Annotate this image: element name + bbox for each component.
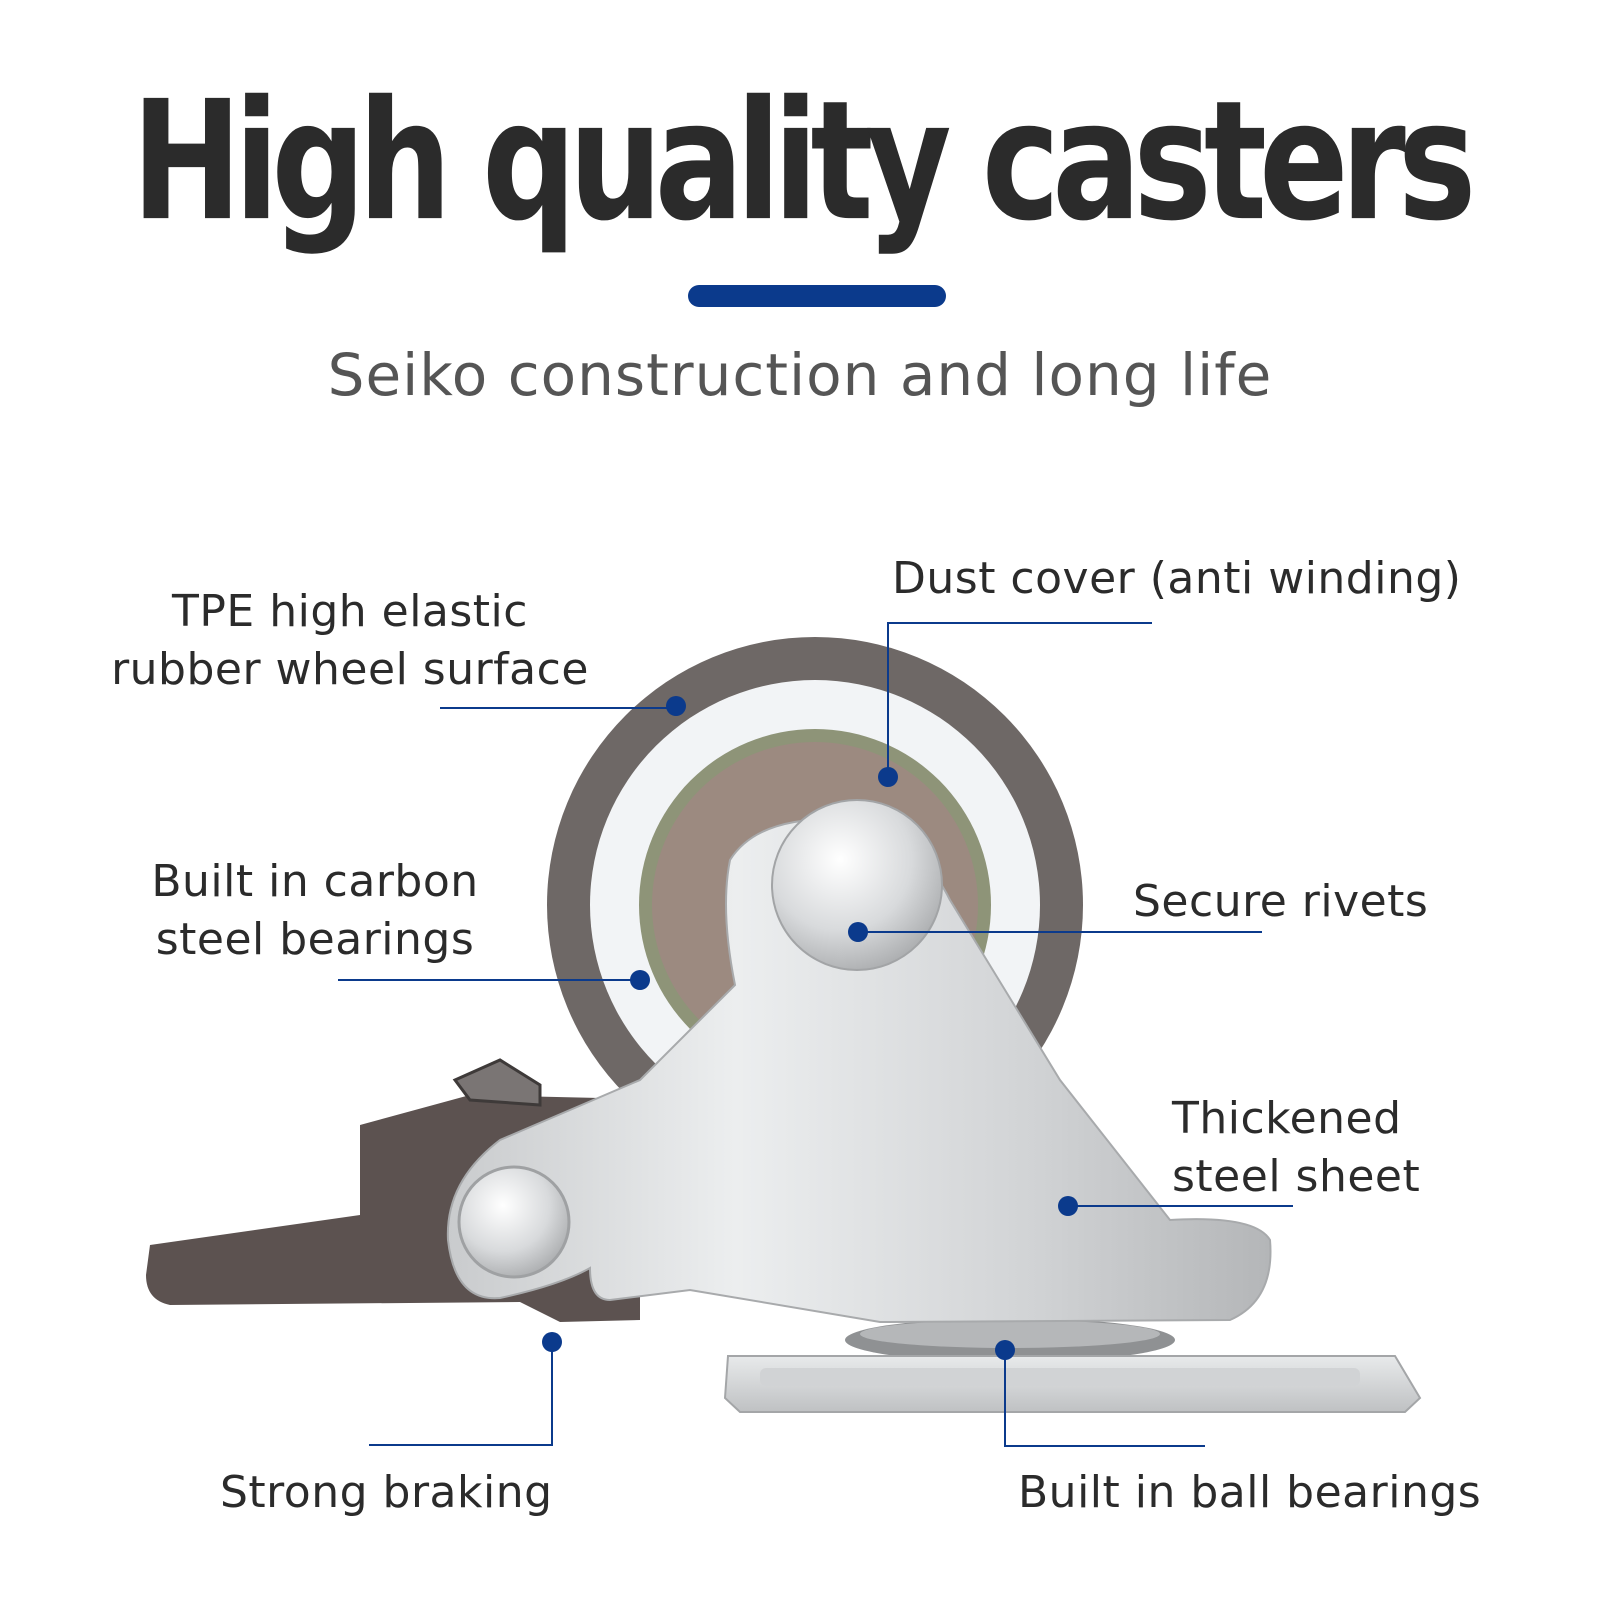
- dot-carbon-bearings: [630, 970, 650, 990]
- dot-ball-bearings: [995, 1340, 1015, 1360]
- steel-bracket: [446, 799, 1272, 1324]
- callout-braking-line1: Strong braking: [220, 1467, 553, 1518]
- callout-tire-line2: rubber wheel surface: [111, 644, 589, 695]
- mounting-plate: [723, 1355, 1422, 1413]
- callout-dust-cover: Dust cover (anti winding): [892, 550, 1461, 608]
- callout-steel-sheet-line1: Thickened: [1172, 1093, 1402, 1144]
- axle-rivet: [771, 799, 943, 971]
- callout-steel-sheet: Thickened steel sheet: [1172, 1090, 1420, 1206]
- callout-carbon-bearings-line2: steel bearings: [155, 914, 475, 965]
- callout-ball-bearings-line1: Built in ball bearings: [1018, 1467, 1482, 1518]
- page-subtitle: Seiko construction and long life: [327, 341, 1273, 409]
- callout-carbon-bearings-line1: Built in carbon: [151, 856, 479, 907]
- callout-dots: [542, 696, 1078, 1360]
- page-title: High quality casters: [131, 66, 1476, 258]
- accent-divider: [688, 285, 946, 307]
- pivot-rivet: [457, 1165, 571, 1279]
- callout-tire-line1: TPE high elastic: [172, 586, 528, 637]
- callout-dust-cover-line1: Dust cover (anti winding): [892, 553, 1462, 604]
- dot-tire: [666, 696, 686, 716]
- dot-dust-cover: [878, 767, 898, 787]
- callout-braking: Strong braking: [220, 1464, 553, 1522]
- dot-steel-sheet: [1058, 1196, 1078, 1216]
- callout-rivets-line1: Secure rivets: [1133, 876, 1429, 927]
- callout-tire: TPE high elastic rubber wheel surface: [100, 583, 600, 699]
- leader-braking: [369, 1342, 553, 1446]
- dot-braking: [542, 1332, 562, 1352]
- callout-carbon-bearings: Built in carbon steel bearings: [120, 853, 510, 969]
- leader-dust-cover: [887, 622, 1152, 777]
- callout-rivets: Secure rivets: [1133, 873, 1428, 931]
- ball-bearing-ring: [845, 1318, 1175, 1362]
- callout-ball-bearings: Built in ball bearings: [1018, 1464, 1481, 1522]
- callout-steel-sheet-line2: steel sheet: [1172, 1151, 1421, 1202]
- leader-ball-bearings: [1004, 1350, 1205, 1447]
- callout-leaders: [338, 622, 1293, 1447]
- dot-rivets: [848, 922, 868, 942]
